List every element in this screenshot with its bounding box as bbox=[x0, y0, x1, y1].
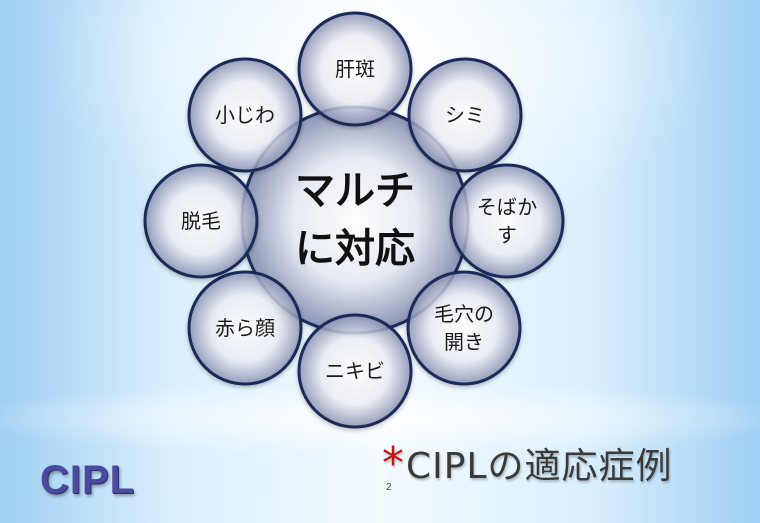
cipl-logo: CIPL bbox=[40, 458, 136, 502]
node-datsumo-circle bbox=[143, 163, 259, 279]
slide-title-text: CIPLの適応症例 bbox=[406, 446, 673, 487]
node-sobakasu-circle bbox=[449, 163, 565, 279]
node-kojiwa-circle bbox=[187, 57, 303, 173]
node-akaragao-circle bbox=[187, 270, 303, 386]
node-shimi-circle bbox=[407, 57, 523, 173]
node-nikibi-circle bbox=[297, 313, 413, 429]
asterisk-icon: * bbox=[382, 438, 404, 489]
page-number: 2 bbox=[386, 482, 392, 493]
slide-title: * CIPLの適応症例 bbox=[382, 432, 673, 492]
node-kanpan-circle bbox=[297, 11, 413, 127]
center-label: マルチ に対応 bbox=[295, 168, 415, 272]
node-keana-circle bbox=[406, 270, 522, 386]
